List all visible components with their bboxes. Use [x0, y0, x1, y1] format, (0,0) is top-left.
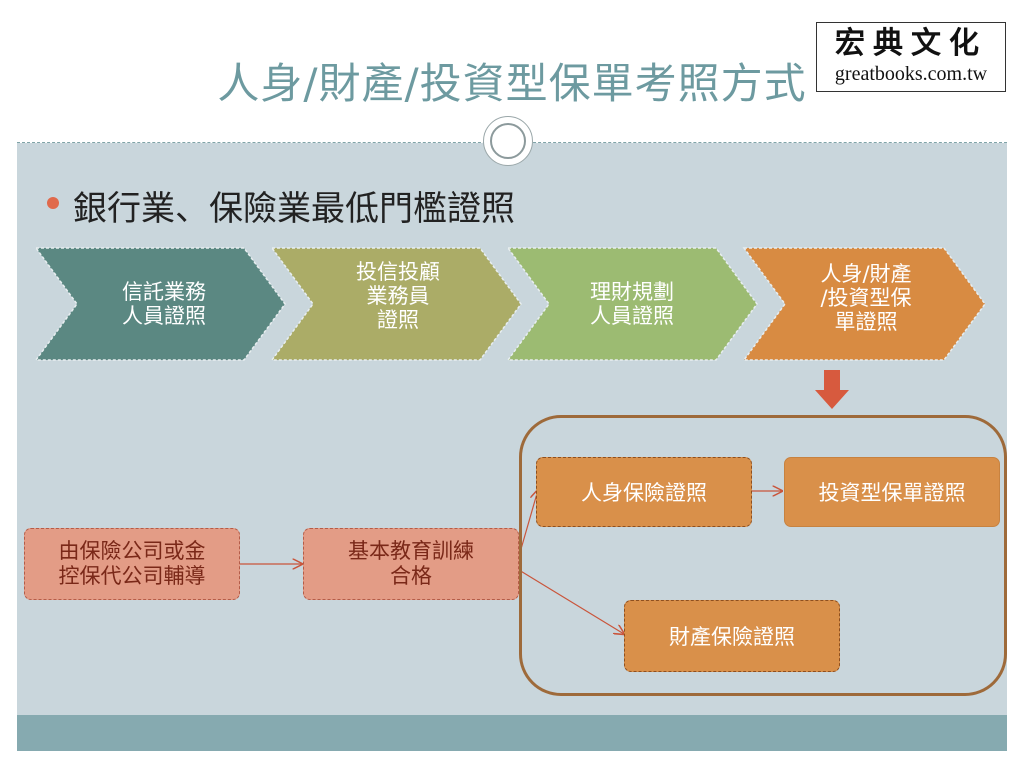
footer-band [17, 715, 1007, 751]
step-4-label: 人身/財產/投資型保單證照 [820, 262, 912, 334]
step-2-label: 投信投顧業務員證照 [356, 260, 440, 332]
step-3-chevron [506, 247, 758, 361]
slide-title: 人身/財產/投資型保單考照方式 [217, 59, 807, 108]
down-arrow-icon [815, 370, 849, 409]
publisher-logo: 宏典文化 greatbooks.com.tw [816, 22, 1006, 92]
publisher-url: greatbooks.com.tw [834, 63, 988, 85]
step-1-label: 信託業務人員證照 [122, 280, 206, 328]
publisher-name: 宏典文化 [835, 26, 987, 61]
bullet-dot [47, 197, 59, 209]
source-guidance-box: 由保險公司或金控保代公司輔導 [24, 528, 240, 600]
step-3-label: 理財規劃人員證照 [590, 280, 674, 328]
property-insurance-cert-box: 財產保險證照 [624, 600, 840, 672]
bullet-text: 銀行業、保險業最低門檻證照 [73, 189, 515, 229]
step-2-chevron [270, 247, 522, 361]
content-area [17, 143, 1007, 715]
title-ornament-circle [483, 116, 533, 166]
step-1-chevron [34, 247, 286, 361]
flow-arrow-training-to-property [518, 569, 624, 634]
certificate-group-frame [519, 415, 1007, 696]
life-insurance-cert-box: 人身保險證照 [536, 457, 752, 527]
basic-training-box: 基本教育訓練合格 [303, 528, 519, 600]
title-ornament-ring [490, 123, 526, 159]
step-4-chevron [742, 247, 986, 361]
investment-policy-cert-box: 投資型保單證照 [784, 457, 1000, 527]
flow-arrow-training-to-life [518, 490, 538, 557]
